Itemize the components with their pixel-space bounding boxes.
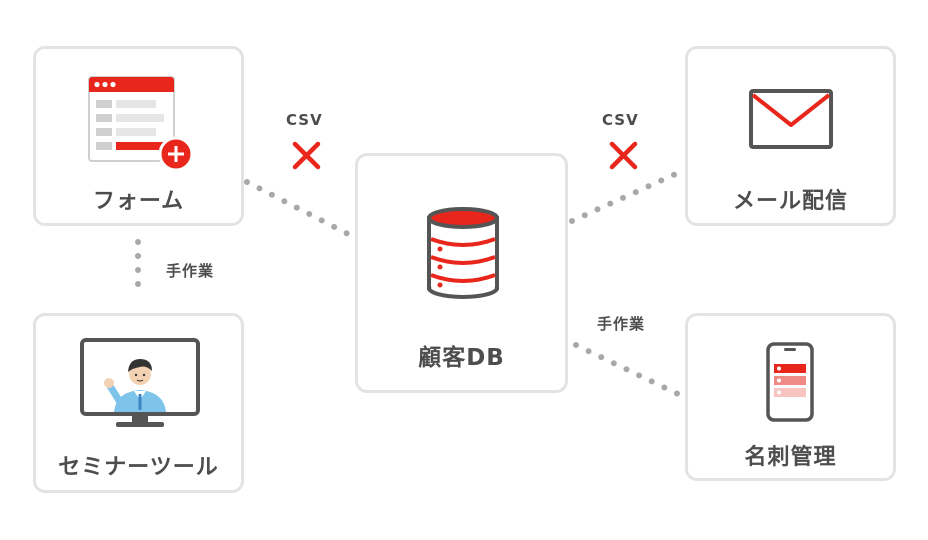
edge-label-db-mail: CSV bbox=[602, 111, 639, 129]
node-card: 名刺管理 bbox=[685, 313, 896, 481]
connector-form-db bbox=[244, 179, 355, 239]
node-label-card: 名刺管理 bbox=[744, 445, 837, 470]
connector-db-card bbox=[573, 342, 685, 399]
node-customer-db: 顧客DB bbox=[355, 153, 568, 393]
form-icon bbox=[88, 76, 194, 172]
edge-label-form-db: CSV bbox=[286, 111, 323, 129]
blocked-x-icon-left bbox=[292, 141, 321, 170]
envelope-icon bbox=[749, 89, 833, 149]
blocked-x-icon-right bbox=[609, 141, 638, 170]
monitor-presenter-icon bbox=[80, 338, 200, 427]
node-label-mail: メール配信 bbox=[732, 189, 848, 214]
edge-label-db-card: 手作業 bbox=[597, 315, 646, 333]
node-seminar: セミナーツール bbox=[33, 313, 244, 493]
database-icon bbox=[427, 207, 499, 299]
node-label-form: フォーム bbox=[92, 189, 185, 214]
node-mail: メール配信 bbox=[685, 46, 896, 226]
node-form: フォーム bbox=[33, 46, 244, 226]
smartphone-icon bbox=[766, 342, 814, 422]
node-label-customer-db: 顧客DB bbox=[418, 345, 505, 371]
edge-label-form-seminar: 手作業 bbox=[166, 262, 215, 280]
connector-db-mail bbox=[569, 169, 683, 224]
node-label-seminar: セミナーツール bbox=[58, 455, 219, 480]
